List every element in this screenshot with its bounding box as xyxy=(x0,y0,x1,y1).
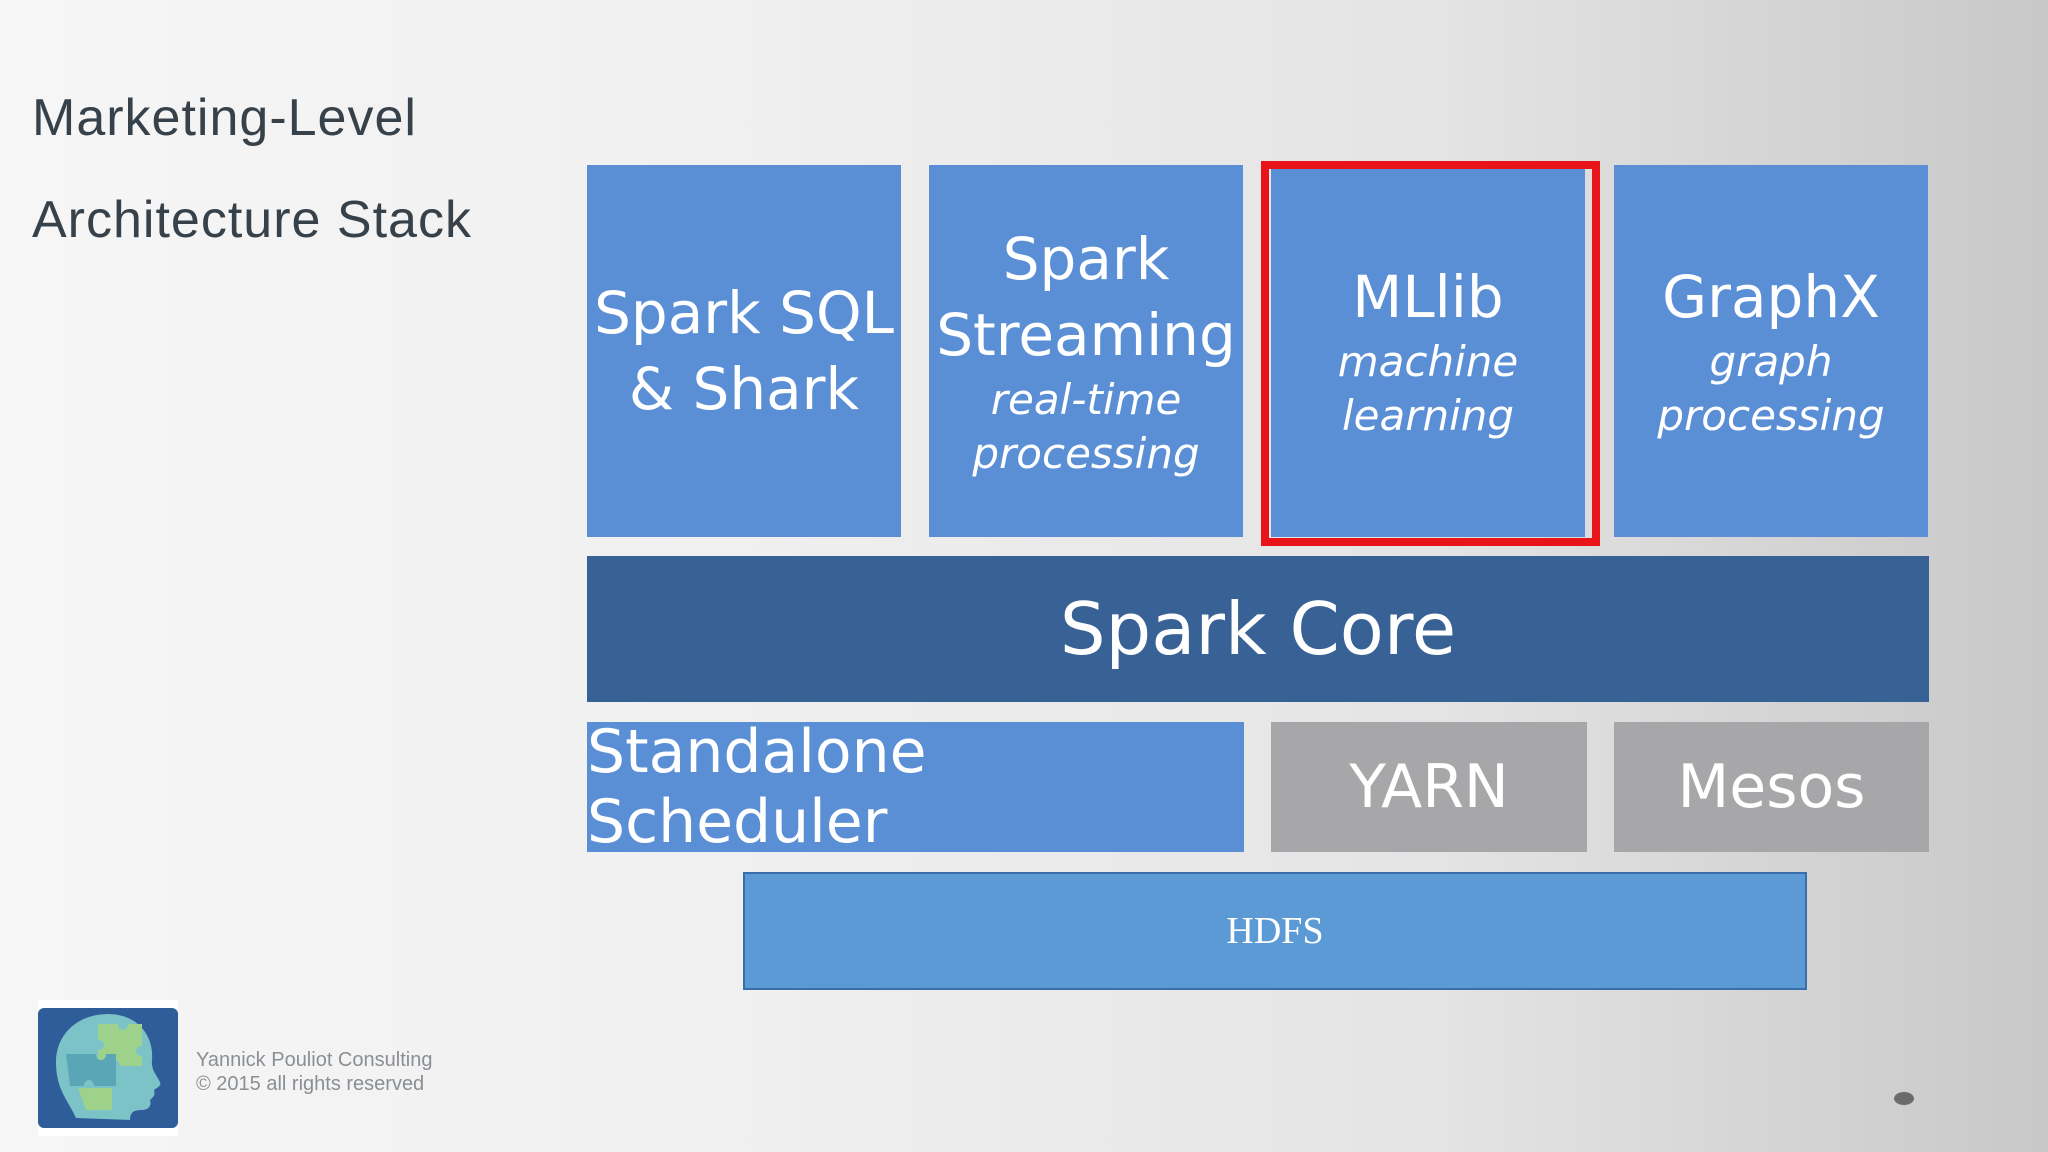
spark-sql-label-2: & Shark xyxy=(628,355,860,423)
graphx-sub-2: processing xyxy=(1657,391,1885,440)
spark-streaming-sub-1: real-time xyxy=(990,375,1182,424)
spark-streaming-label-1: Spark xyxy=(1002,225,1170,293)
spark-sql-label-1: Spark SQL xyxy=(594,279,894,347)
mllib-sub-2: learning xyxy=(1341,391,1515,440)
mesos-block: Mesos xyxy=(1614,722,1929,852)
spark-core-block: Spark Core xyxy=(587,556,1929,702)
spark-streaming-block: Spark Streaming real-time processing xyxy=(929,165,1243,537)
footer-line-1: Yannick Pouliot Consulting xyxy=(196,1049,433,1071)
footer-line-2: © 2015 all rights reserved xyxy=(196,1073,425,1095)
spark-streaming-sub-2: processing xyxy=(972,429,1200,478)
slide-indicator-dot xyxy=(1894,1092,1914,1105)
graphx-sub-1: graph xyxy=(1709,337,1833,386)
mllib-block: MLlib machine learning xyxy=(1271,165,1585,537)
yarn-block: YARN xyxy=(1271,722,1587,852)
standalone-scheduler-block: Standalone Scheduler xyxy=(587,717,1244,857)
hdfs-block: HDFS xyxy=(743,872,1807,990)
slide-title-line-2: Architecture Stack xyxy=(32,191,472,249)
spark-sql-block: Spark SQL & Shark xyxy=(587,165,901,537)
mllib-sub-1: machine xyxy=(1337,337,1519,386)
graphx-label: GraphX xyxy=(1662,263,1880,331)
spark-streaming-label-2: Streaming xyxy=(936,301,1236,369)
footer-credit: Yannick Pouliot Consulting © 2015 all ri… xyxy=(196,1048,432,1096)
head-puzzle-logo-icon xyxy=(38,1000,178,1136)
mllib-label: MLlib xyxy=(1352,263,1504,331)
graphx-block: GraphX graph processing xyxy=(1614,165,1928,537)
slide-title-line-1: Marketing-Level xyxy=(32,89,417,147)
